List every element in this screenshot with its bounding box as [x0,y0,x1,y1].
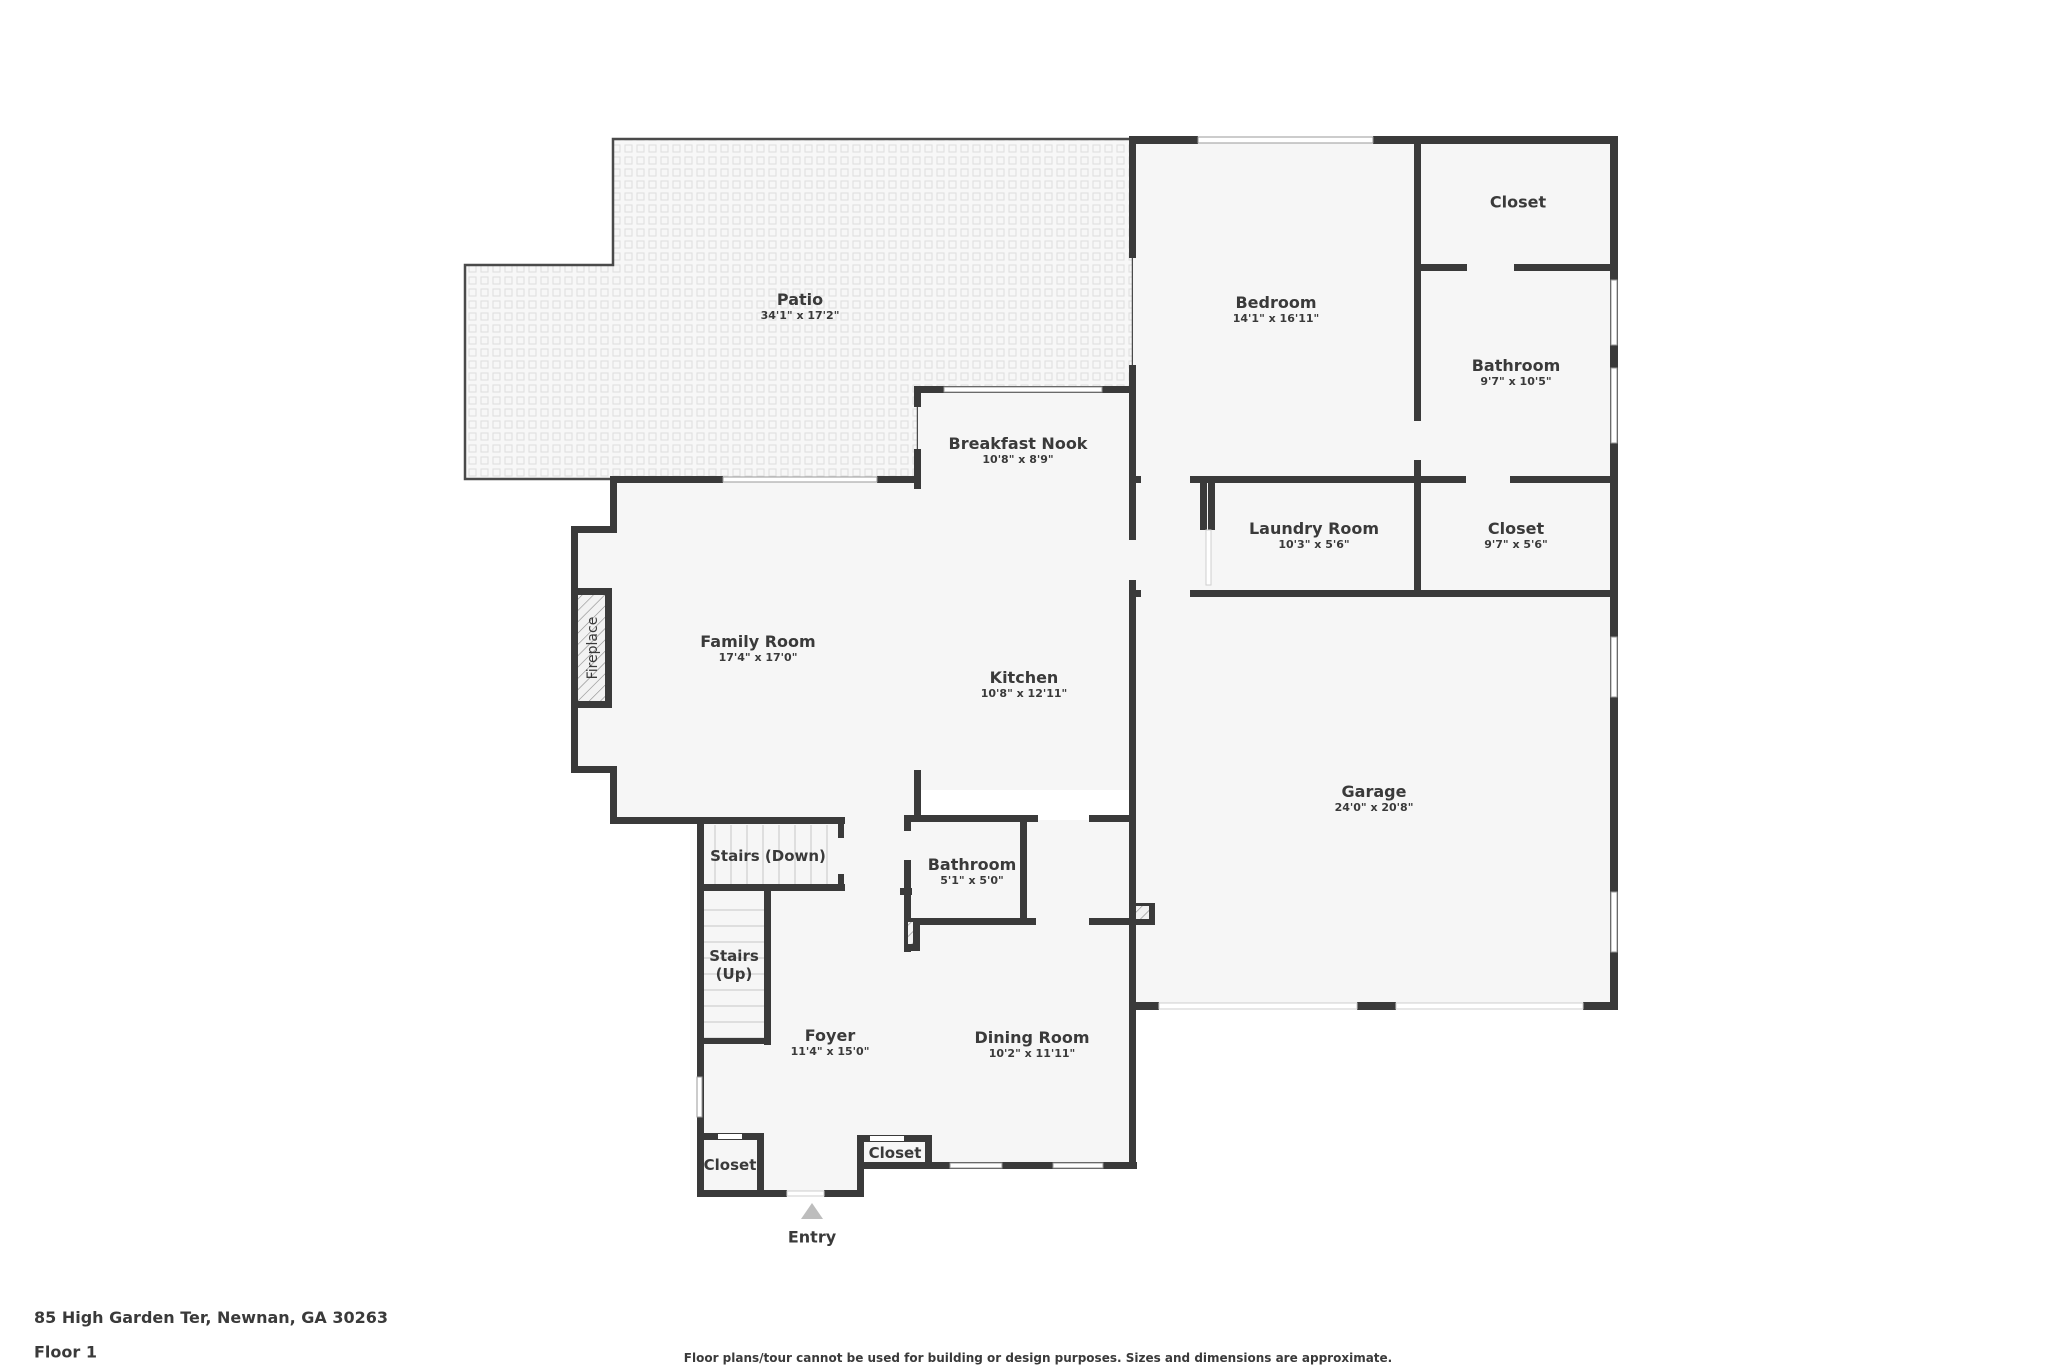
room-dimensions: 5'1" x 5'0" [940,874,1004,887]
room-dimensions: 11'4" x 15'0" [790,1045,870,1058]
entry-arrow-icon [801,1203,823,1219]
room-dimensions: 10'8" x 8'9" [982,453,1054,466]
room-name: Kitchen [989,667,1059,687]
room-label-kitchen: Kitchen 10'8" x 12'11" [981,668,1068,700]
room-dimensions: 10'3" x 5'6" [1278,538,1350,551]
room-label-dining-room: Dining Room 10'2" x 11'11" [974,1028,1089,1060]
fireplace-label: Fireplace [585,616,601,680]
room-name: Closet [703,1156,757,1174]
room-name: Bathroom [927,854,1017,874]
disclaimer-text: Floor plans/tour cannot be used for buil… [683,1351,1393,1365]
room-name: Breakfast Nook [948,433,1088,453]
room-name: Foyer [804,1025,856,1045]
room-dimensions: 34'1" x 17'2" [760,309,840,322]
room-name: Closet [1489,192,1547,212]
room-name: Bathroom [1471,355,1561,375]
room-name: Stairs (Down) [710,847,826,865]
room-name: Garage [1341,781,1407,801]
room-name: Family Room [700,631,816,651]
interior-floor [573,139,1615,1194]
room-dimensions: 10'8" x 12'11" [980,687,1068,700]
room-label-patio: Patio 34'1" x 17'2" [761,290,840,322]
room-name-line2: (Up) [715,965,753,983]
room-label-bathroom-master: Bathroom 9'7" x 10'5" [1472,356,1561,388]
room-label-laundry: Laundry Room 10'3" x 5'6" [1249,519,1379,551]
room-dimensions: 17'4" x 17'0" [718,651,798,664]
entry-label: Entry [787,1227,837,1247]
room-dimensions: 10'2" x 11'11" [988,1047,1076,1060]
property-address: 85 High Garden Ter, Newnan, GA 30263 [34,1308,389,1327]
room-name: Laundry Room [1248,518,1380,538]
room-label-closet-foyer-right: Closet [869,1144,922,1162]
room-name: Dining Room [974,1027,1090,1047]
room-label-family-room: Family Room 17'4" x 17'0" [700,632,815,664]
room-name: Closet [1487,518,1545,538]
room-label-bathroom-half: Bathroom 5'1" x 5'0" [928,855,1017,887]
room-label-stairs-down: Stairs (Down) [710,847,826,865]
room-label-closet-foyer-left: Closet [704,1156,757,1174]
room-dimensions: 14'1" x 16'11" [1232,312,1320,325]
room-name-line1: Stairs [709,947,759,965]
room-name: Closet [868,1144,922,1162]
room-label-stairs-up: Stairs (Up) [709,947,759,983]
room-label-bedroom: Bedroom 14'1" x 16'11" [1233,293,1320,325]
room-label-foyer: Foyer 11'4" x 15'0" [791,1026,870,1058]
room-dimensions: 9'7" x 10'5" [1480,375,1552,388]
room-name: Patio [776,289,824,309]
room-dimensions: 24'0" x 20'8" [1334,801,1414,814]
room-name: Bedroom [1235,292,1317,312]
room-label-breakfast-nook: Breakfast Nook 10'8" x 8'9" [949,434,1088,466]
floor-label: Floor 1 [34,1342,97,1362]
room-label-closet-mid: Closet 9'7" x 5'6" [1484,519,1548,551]
room-label-garage: Garage 24'0" x 20'8" [1335,782,1414,814]
stairs-down-treads [714,825,828,890]
room-dimensions: 9'7" x 5'6" [1484,538,1548,551]
walls [571,136,1618,1197]
room-label-closet-top: Closet [1490,192,1546,211]
